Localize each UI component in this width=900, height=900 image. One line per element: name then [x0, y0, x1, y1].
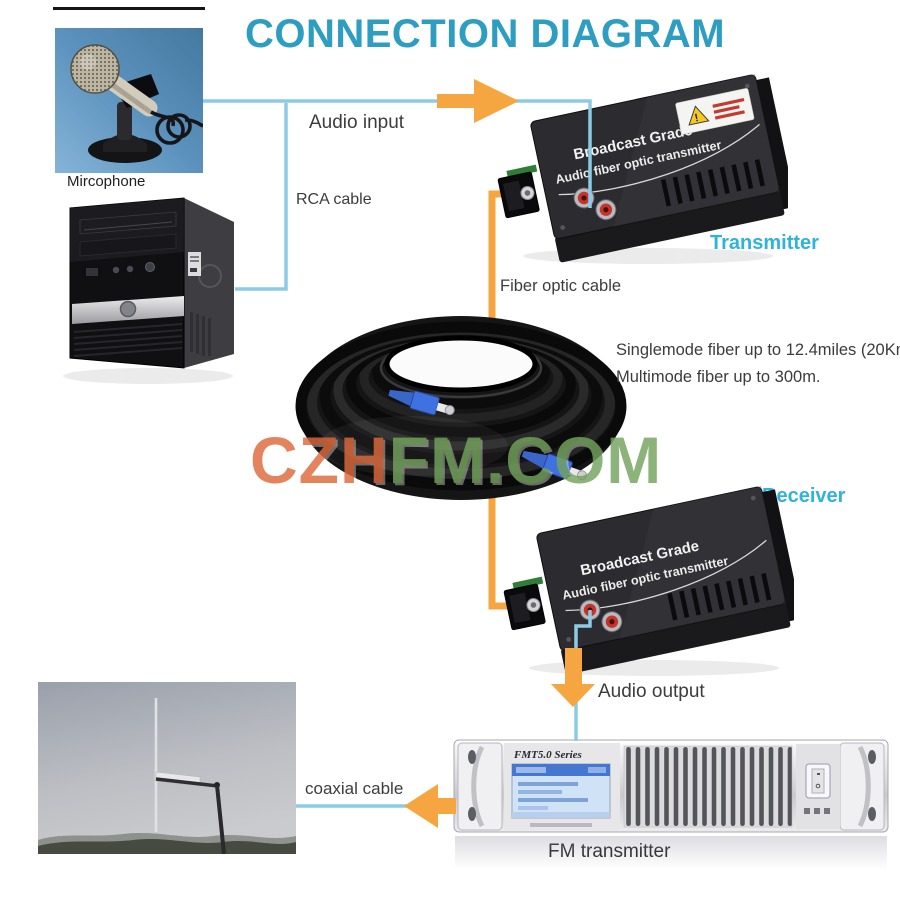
- fiber-note-line2: Multimode fiber up to 300m.: [616, 368, 821, 386]
- watermark: CZHFM.COM: [250, 422, 662, 498]
- mic-cable: [150, 110, 203, 145]
- arrow-left-icon: [404, 784, 456, 828]
- rack-reflection: [455, 836, 887, 870]
- antenna-photo: [38, 682, 296, 854]
- fm-transmitter-device: FMT5.0 Series: [453, 739, 889, 833]
- transmitter-label: Transmitter: [710, 232, 819, 254]
- mic-head: [70, 44, 120, 94]
- audio-input-label: Audio input: [309, 112, 405, 133]
- rack-lcd-screen: [511, 763, 611, 819]
- rca-cable-label: RCA cable: [296, 191, 372, 208]
- fm-transmitter-caption: FM transmitter: [548, 841, 670, 863]
- page-title: CONNECTION DIAGRAM: [244, 12, 726, 56]
- watermark-part2: FM.COM: [388, 423, 663, 497]
- fiber-optic-cable-label: Fiber optic cable: [500, 277, 622, 295]
- rack-model-text: FMT5.0 Series: [513, 749, 582, 761]
- warning-mark: !: [694, 112, 700, 125]
- fiber-sc-connector-2: [521, 450, 588, 481]
- rca-line: [235, 103, 288, 291]
- crop-artifact-line: [53, 7, 205, 10]
- warning-label: !: [675, 88, 755, 135]
- receiver-sc-port: [503, 576, 546, 631]
- arrow-down-icon: [551, 648, 595, 707]
- computer-photo: [63, 197, 234, 384]
- antenna-sky: [38, 682, 296, 854]
- receiver-rca-jacks: [579, 599, 623, 633]
- antenna-hills: [38, 839, 296, 854]
- transmitter-vents: [660, 159, 765, 207]
- rack-power-switch: [796, 744, 840, 829]
- coil-center-hole: [384, 335, 538, 393]
- arrow-right-icon: [437, 79, 519, 123]
- audio-output-label: Audio output: [598, 681, 705, 702]
- receiver-device: Broadcast Grade Audio fiber optic transm…: [503, 486, 794, 676]
- rack-vents: [623, 745, 793, 828]
- microphone-caption: Mircophone: [67, 173, 146, 190]
- receiver-vents: [667, 573, 772, 621]
- coaxial-cable-label: coaxial cable: [305, 779, 404, 798]
- rack-ear-left: [457, 742, 503, 831]
- dipole-antenna: [154, 698, 226, 854]
- fiber-sc-connector-1: [387, 389, 455, 416]
- fiber-note-line1: Singlemode fiber up to 12.4miles (20Km): [616, 341, 900, 359]
- transmitter-device: Broadcast Grade Audio fiber optic transm…: [497, 74, 788, 264]
- rack-ear-right: [839, 742, 885, 831]
- transmitter-sc-port: [497, 164, 540, 219]
- receiver-label: Receiver: [762, 485, 846, 507]
- warning-triangle-icon: [688, 105, 710, 126]
- watermark-part1: CZH: [250, 423, 389, 497]
- audio-input-line: [203, 99, 592, 208]
- microphone-photo: [55, 28, 203, 173]
- fiber-cable-coil: [295, 316, 627, 500]
